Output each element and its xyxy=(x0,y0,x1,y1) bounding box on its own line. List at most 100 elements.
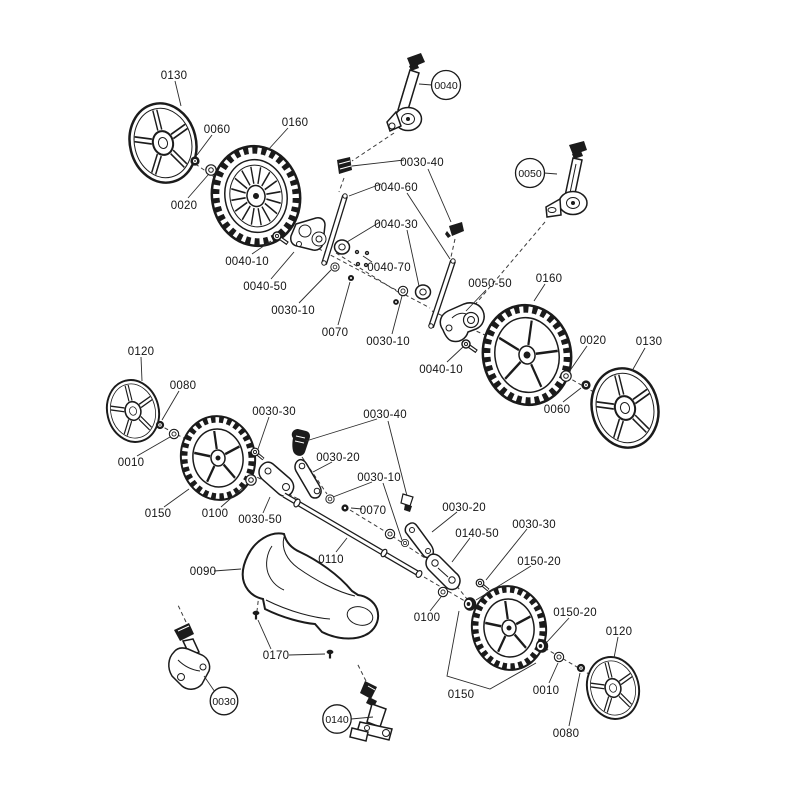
leader-line xyxy=(174,80,182,107)
part-label-0030-10-a[interactable]: 0030-10 xyxy=(271,305,315,317)
leader-line xyxy=(406,192,451,260)
part-label-0030-30-a[interactable]: 0030-30 xyxy=(252,406,296,418)
leader-line xyxy=(546,617,570,643)
leader-line xyxy=(548,662,559,684)
clip-0030-40-target xyxy=(400,493,414,512)
washer-mid-b xyxy=(400,538,410,548)
part-label-0040-60[interactable]: 0040-60 xyxy=(374,182,418,194)
leader-line xyxy=(140,356,143,382)
part-label-0120-a[interactable]: 0120 xyxy=(128,346,154,358)
wheel-cap-rear-right xyxy=(583,361,666,455)
part-label-0040-30[interactable]: 0040-30 xyxy=(374,219,418,231)
part-label-0010-a[interactable]: 0010 xyxy=(118,457,144,469)
part-label-0080-a[interactable]: 0080 xyxy=(170,380,196,392)
circled-part-label-0050[interactable]: 0050 xyxy=(514,157,546,189)
screw-0170-left xyxy=(252,610,260,620)
part-label-0160-a[interactable]: 0160 xyxy=(282,117,308,129)
part-label-0030-30-b[interactable]: 0030-30 xyxy=(512,519,556,531)
part-label-0150-20-a[interactable]: 0150-20 xyxy=(517,556,561,568)
bushing-0150-20-right xyxy=(535,638,549,654)
part-label-0150-20-b[interactable]: 0150-20 xyxy=(553,607,597,619)
part-label-0110[interactable]: 0110 xyxy=(318,554,344,566)
axis-line xyxy=(356,662,367,682)
part-label-0030-10-b[interactable]: 0030-10 xyxy=(366,336,410,348)
part-label-0100-a[interactable]: 0100 xyxy=(202,508,228,520)
axis-line xyxy=(335,252,407,298)
leader-line xyxy=(543,172,558,175)
leader-bracket-0150 xyxy=(446,610,537,690)
rod-0040-60-right xyxy=(428,258,456,329)
washer-mid-a xyxy=(384,528,396,540)
leader-line xyxy=(568,672,581,727)
leader-line xyxy=(429,596,442,612)
part-label-0160-b[interactable]: 0160 xyxy=(536,273,562,285)
part-label-0090[interactable]: 0090 xyxy=(190,566,216,578)
leader-line xyxy=(451,537,471,563)
part-label-0050-50[interactable]: 0050-50 xyxy=(468,278,512,290)
part-label-0020-b[interactable]: 0020 xyxy=(580,335,606,347)
part-label-0040-10-b[interactable]: 0040-10 xyxy=(419,364,463,376)
leader-lines xyxy=(136,80,646,727)
circled-part-label-0030[interactable]: 0030 xyxy=(209,686,239,716)
axle-nut-0060-right xyxy=(581,380,591,390)
part-label-0070-a[interactable]: 0070 xyxy=(322,327,348,339)
part-label-0030-40-b[interactable]: 0030-40 xyxy=(363,409,407,421)
circled-label-text-0140: 0140 xyxy=(325,714,349,726)
clip-0030-40-right xyxy=(445,222,464,238)
bracket-0050-50 xyxy=(439,302,485,343)
part-label-0020-a[interactable]: 0020 xyxy=(171,200,197,212)
part-label-0070-b[interactable]: 0070 xyxy=(360,505,386,517)
washer-0100-right xyxy=(437,586,449,598)
part-lever-0050 xyxy=(545,141,588,218)
part-label-0150-b[interactable]: 0150 xyxy=(448,689,474,701)
leader-line xyxy=(350,716,374,720)
part-label-0060-b[interactable]: 0060 xyxy=(544,404,570,416)
washer-0030-10-a xyxy=(330,262,340,272)
part-label-0120-b[interactable]: 0120 xyxy=(606,626,632,638)
leader-line xyxy=(362,255,373,263)
circled-part-label-0040[interactable]: 0040 xyxy=(430,69,462,101)
part-label-0170[interactable]: 0170 xyxy=(263,650,289,662)
part-label-0030-40-a[interactable]: 0030-40 xyxy=(400,157,444,169)
part-label-0150-a[interactable]: 0150 xyxy=(145,508,171,520)
part-label-0040-50[interactable]: 0040-50 xyxy=(243,281,287,293)
part-label-0100-b[interactable]: 0100 xyxy=(414,612,440,624)
part-label-0030-50[interactable]: 0030-50 xyxy=(238,514,282,526)
part-label-0030-20-a[interactable]: 0030-20 xyxy=(316,452,360,464)
leader-line xyxy=(631,347,646,372)
bracket-0030-50 xyxy=(258,461,295,497)
part-label-0040-10-a[interactable]: 0040-10 xyxy=(225,256,269,268)
part-label-0130-a[interactable]: 0130 xyxy=(161,70,187,82)
part-label-0130-b[interactable]: 0130 xyxy=(636,336,662,348)
washer-0020-right xyxy=(560,370,572,382)
leader-line xyxy=(288,653,326,656)
bracket-0040-50 xyxy=(290,217,327,251)
leader-line xyxy=(161,390,180,421)
part-label-0030-20-b[interactable]: 0030-20 xyxy=(442,502,486,514)
part-label-0030-10-c[interactable]: 0030-10 xyxy=(357,472,401,484)
leader-line xyxy=(262,496,271,514)
circled-part-label-0140[interactable]: 0140 xyxy=(322,704,352,734)
part-label-0060-a[interactable]: 0060 xyxy=(204,124,230,136)
leader-line xyxy=(203,675,216,693)
part-label-0040-70[interactable]: 0040-70 xyxy=(367,262,411,274)
leader-line xyxy=(187,174,209,199)
bracket-0140-50 xyxy=(425,553,461,591)
circled-label-text-0050: 0050 xyxy=(518,168,542,180)
wheel-0150-left xyxy=(176,411,261,504)
axis-line xyxy=(351,132,395,162)
leader-line xyxy=(332,481,373,498)
leader-line xyxy=(220,483,248,508)
screw-0040-70 xyxy=(354,249,360,255)
washer-0010-right xyxy=(553,651,565,663)
part-label-0010-b[interactable]: 0010 xyxy=(533,685,559,697)
leader-line xyxy=(387,420,408,497)
leader-line xyxy=(298,269,332,304)
circled-part-labels: 0040 0050 0030 0140 xyxy=(209,69,546,734)
part-label-0080-b[interactable]: 0080 xyxy=(553,728,579,740)
circled-label-text-0040: 0040 xyxy=(434,80,458,92)
leader-line xyxy=(475,565,532,601)
part-label-0140-50[interactable]: 0140-50 xyxy=(455,528,499,540)
axis-line xyxy=(176,602,187,623)
